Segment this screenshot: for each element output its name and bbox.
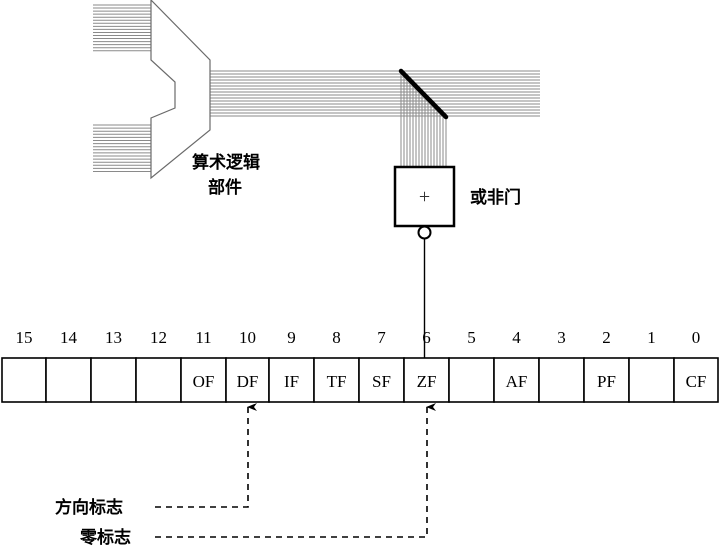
register-bit-15: 15	[1, 328, 47, 403]
bit-number: 3	[557, 328, 566, 347]
register-cell	[268, 357, 315, 403]
bit-number: 7	[377, 328, 386, 347]
register-bit-2: 2PF	[583, 328, 630, 403]
bit-number: 8	[332, 328, 341, 347]
flag-name: PF	[597, 372, 616, 391]
direction-flag-label: 方向标志	[55, 497, 123, 518]
bit-number: 1	[647, 328, 656, 347]
bit-number: 10	[239, 328, 256, 347]
register-bit-12: 12	[135, 328, 182, 403]
flag-name: CF	[686, 372, 707, 391]
register-cell	[90, 357, 137, 403]
register-cell	[135, 357, 182, 403]
nor-gate-inversion-bubble	[417, 225, 432, 240]
bit-number: 0	[692, 328, 701, 347]
register-cell	[628, 357, 675, 403]
register-bit-1: 1	[628, 328, 675, 403]
direction-flag-pointer	[155, 403, 257, 508]
alu-shape	[150, 0, 211, 180]
register-bit-8: 8TF	[313, 328, 360, 403]
flag-name: OF	[193, 372, 215, 391]
alu-input-bus-b	[93, 124, 151, 172]
register-cell	[448, 357, 495, 403]
register-bit-0: 0CF	[673, 328, 719, 403]
flag-name: SF	[372, 372, 391, 391]
bit-number: 14	[60, 328, 78, 347]
register-cell	[1, 357, 47, 403]
alu-output-bus	[210, 70, 540, 117]
register-cell	[358, 357, 405, 403]
register-bit-6: 6ZF	[403, 328, 450, 403]
flag-name: IF	[284, 372, 299, 391]
alu-label-line2: 部件	[208, 177, 242, 198]
bit-number: 9	[287, 328, 296, 347]
register-bit-9: 9IF	[268, 328, 315, 403]
flag-name: TF	[327, 372, 347, 391]
bit-number: 11	[195, 328, 211, 347]
register-cell	[583, 357, 630, 403]
flag-name: ZF	[417, 372, 437, 391]
register-bit-7: 7SF	[358, 328, 405, 403]
register-cell	[673, 357, 719, 403]
zero-flag-pointer	[155, 403, 436, 538]
register-bit-5: 5	[448, 328, 495, 403]
bit-number: 4	[512, 328, 521, 347]
register-cell	[45, 357, 92, 403]
bit-number: 2	[602, 328, 611, 347]
register-bit-4: 4AF	[493, 328, 540, 403]
nor-gate-box	[393, 165, 456, 228]
flag-name: DF	[237, 372, 259, 391]
register-bit-13: 13	[90, 328, 137, 403]
nor-gate-label: 或非门	[470, 187, 521, 208]
alu-label-line1: 算术逻辑	[191, 152, 260, 173]
register-bit-14: 14	[45, 328, 92, 403]
register-cell	[225, 357, 270, 403]
bus-tap-diagonal	[398, 68, 449, 120]
bit-number: 12	[150, 328, 167, 347]
flag-name: AF	[506, 372, 528, 391]
register-cell	[493, 357, 540, 403]
register-cell	[313, 357, 360, 403]
register-cell	[538, 357, 585, 403]
register-bit-3: 3	[538, 328, 585, 403]
bit-number: 6	[422, 328, 431, 347]
bit-number: 5	[467, 328, 476, 347]
alu-input-bus-a	[93, 4, 151, 52]
bit-number: 13	[105, 328, 122, 347]
nor-gate-input-wires	[400, 71, 447, 167]
zero-flag-label: 零标志	[79, 527, 131, 546]
nor-gate-symbol: +	[419, 186, 430, 208]
bit-number: 15	[16, 328, 33, 347]
register-cell	[180, 357, 227, 403]
